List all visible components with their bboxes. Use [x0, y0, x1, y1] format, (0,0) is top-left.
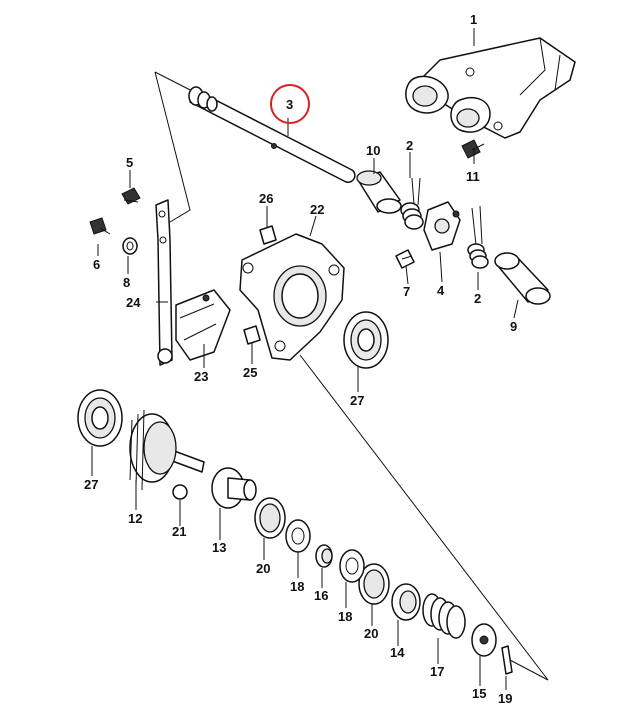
label-part-20-left[interactable]: 20 [256, 561, 270, 576]
label-part-6[interactable]: 6 [93, 257, 100, 272]
part-plate-22[interactable] [239, 233, 345, 361]
label-part-11[interactable]: 11 [466, 169, 480, 184]
part-bearing-27-lower[interactable] [77, 389, 123, 447]
label-part-14[interactable]: 14 [390, 645, 405, 660]
part-bracket-23[interactable] [175, 289, 231, 361]
part-screw-25[interactable] [243, 325, 261, 345]
part-bolt-5[interactable] [121, 187, 141, 205]
part-retainer-15[interactable] [471, 623, 497, 657]
part-gear-shaft-12[interactable] [129, 409, 205, 491]
part-screw-7[interactable] [395, 249, 415, 269]
part-needle-bearing-20-left[interactable] [254, 497, 286, 539]
label-part-13[interactable]: 13 [212, 540, 226, 555]
label-part-12[interactable]: 12 [128, 511, 142, 526]
part-collar-16[interactable] [315, 544, 333, 568]
assembly-guide-lines [154, 71, 549, 681]
part-link-arm-24[interactable] [155, 199, 173, 366]
label-part-25[interactable]: 25 [243, 365, 257, 380]
label-part-18-left[interactable]: 18 [290, 579, 304, 594]
part-number-labels: 1 2 3 10 11 5 26 22 6 8 7 4 2 9 24 23 25… [84, 12, 517, 706]
part-washer-18-left[interactable] [285, 519, 311, 553]
part-housing-1[interactable] [405, 37, 576, 139]
label-part-10[interactable]: 10 [366, 143, 380, 158]
label-part-3[interactable]: 3 [286, 97, 293, 112]
part-bolt-11[interactable] [461, 139, 485, 159]
part-plate-14[interactable] [391, 583, 421, 621]
label-part-9[interactable]: 9 [510, 319, 517, 334]
label-part-2-upper[interactable]: 2 [406, 138, 413, 153]
label-part-5[interactable]: 5 [126, 155, 133, 170]
label-part-2-lower[interactable]: 2 [474, 291, 481, 306]
label-part-7[interactable]: 7 [403, 284, 410, 299]
label-part-1[interactable]: 1 [470, 12, 477, 27]
label-part-23[interactable]: 23 [194, 369, 208, 384]
label-part-8[interactable]: 8 [123, 275, 130, 290]
part-stopper-4[interactable] [423, 201, 461, 251]
part-bushing-10[interactable] [356, 170, 402, 214]
part-washer-18-right[interactable] [339, 549, 365, 583]
part-screw-26[interactable] [259, 225, 277, 245]
part-spring-17[interactable] [422, 593, 466, 639]
label-part-26[interactable]: 26 [259, 191, 273, 206]
part-needle-bearing-20-right[interactable] [358, 563, 390, 605]
label-part-24[interactable]: 24 [126, 295, 141, 310]
part-spring-2-lower[interactable] [467, 205, 489, 269]
label-part-27-upper[interactable]: 27 [350, 393, 364, 408]
leader-lines [91, 28, 519, 690]
label-part-16[interactable]: 16 [314, 588, 328, 603]
label-part-17[interactable]: 17 [430, 664, 444, 679]
part-spring-2-upper[interactable] [400, 177, 424, 230]
label-part-18-right[interactable]: 18 [338, 609, 352, 624]
part-bolt-6[interactable] [89, 217, 111, 235]
label-part-27-lower[interactable]: 27 [84, 477, 98, 492]
label-part-15[interactable]: 15 [472, 686, 486, 701]
part-shaft-3[interactable] [188, 86, 356, 183]
label-part-4[interactable]: 4 [437, 283, 445, 298]
part-pin-19[interactable] [501, 645, 513, 675]
highlight-ring [270, 84, 310, 124]
part-ball-21[interactable] [172, 484, 188, 500]
part-bearing-27-upper[interactable] [343, 311, 389, 369]
label-part-20-right[interactable]: 20 [364, 626, 378, 641]
part-roller-9[interactable] [494, 252, 551, 305]
part-pinion-13[interactable] [211, 467, 257, 509]
label-part-22[interactable]: 22 [310, 202, 324, 217]
label-part-19[interactable]: 19 [498, 691, 512, 706]
part-washer-8[interactable] [122, 237, 138, 255]
label-part-21[interactable]: 21 [172, 524, 186, 539]
